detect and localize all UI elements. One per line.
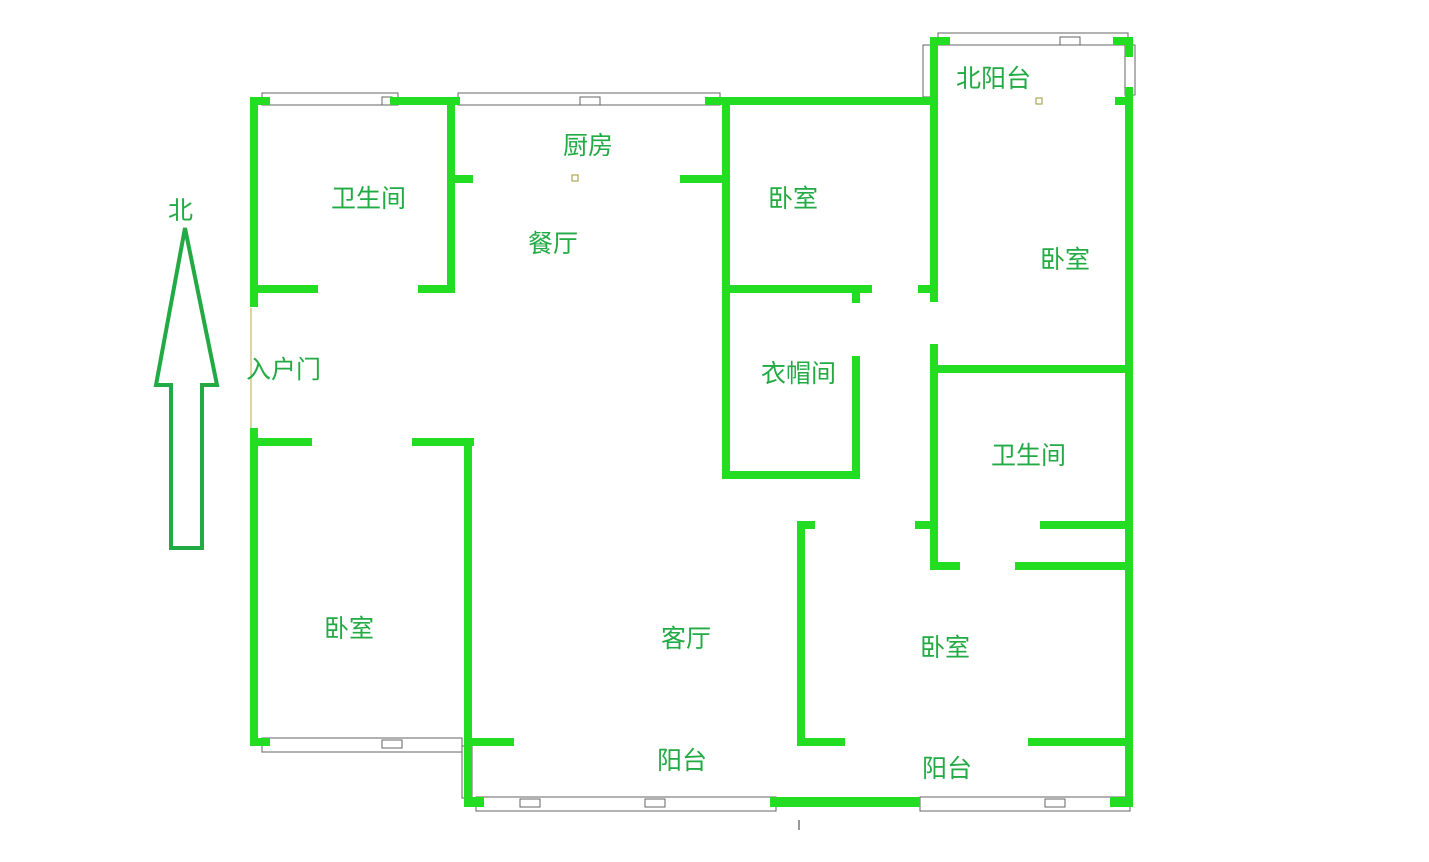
room-label-balcony-se: 阳台: [922, 754, 973, 783]
walls: [250, 37, 1133, 807]
room-label-north-balcony: 北阳台: [956, 64, 1032, 93]
room-label-living: 客厅: [661, 624, 712, 653]
room-label-bathroom-nw: 卫生间: [331, 184, 407, 213]
kitchen-marker: [571, 174, 579, 182]
room-label-kitchen: 厨房: [563, 131, 614, 160]
windows: [261, 32, 1136, 812]
room-label-balcony-s: 阳台: [657, 746, 708, 775]
north-arrow-icon: [153, 227, 220, 550]
room-label-entrance: 入户门: [246, 355, 322, 384]
room-label-bedroom-n: 卧室: [768, 184, 819, 213]
room-label-bathroom-e: 卫生间: [991, 441, 1067, 470]
room-label-dining: 餐厅: [528, 229, 579, 258]
balcony-marker: [1035, 97, 1043, 105]
room-label-bedroom-sw: 卧室: [324, 614, 375, 643]
room-label-bedroom-ne: 卧室: [1040, 245, 1091, 274]
room-label-bedroom-se: 卧室: [920, 633, 971, 662]
room-label-cloakroom: 衣帽间: [761, 359, 837, 388]
compass-label: 北: [168, 196, 194, 225]
